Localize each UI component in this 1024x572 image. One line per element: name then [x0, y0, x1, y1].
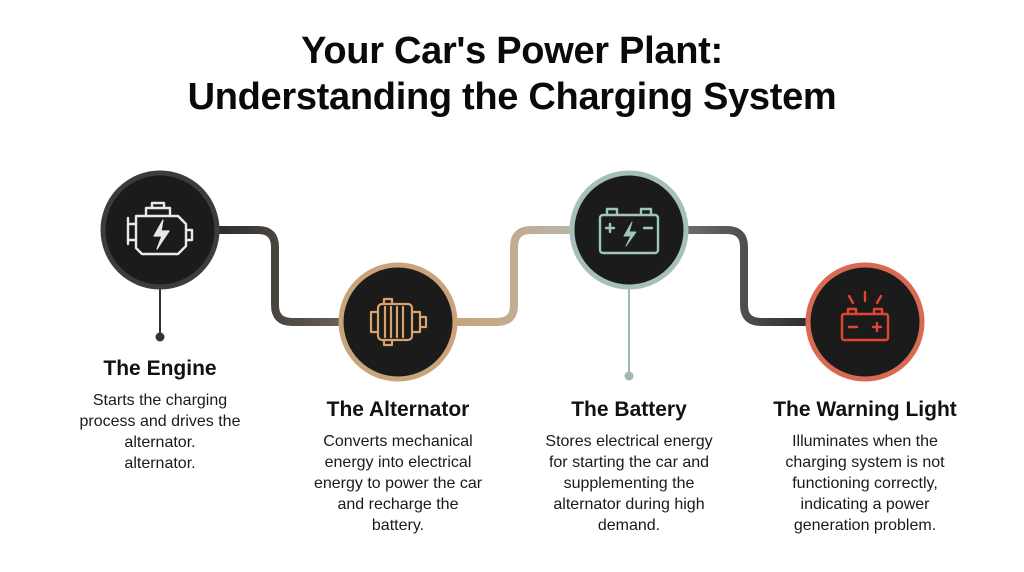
alternator-icon — [369, 297, 428, 347]
engine-description-line: Starts the charging — [92, 392, 228, 409]
warning-light-description-line: generation problem. — [793, 517, 937, 534]
alternator-description: Converts mechanical energy into electric… — [288, 431, 508, 536]
alternator-description-line: energy into electrical — [324, 454, 472, 471]
battery-description-line: for starting the car and — [548, 454, 710, 471]
title-line-2: Understanding the Charging System — [187, 76, 837, 118]
alternator-node — [338, 262, 458, 382]
title-line-1: Your Car's Power Plant: — [301, 30, 723, 72]
alternator-description-line: battery. — [371, 517, 425, 534]
alternator-description-line: Converts mechanical — [323, 433, 473, 450]
engine-description-line: alternator. — [124, 434, 196, 451]
warning-light-description: Illuminates when the charging system is … — [755, 431, 975, 536]
warning-light-description-line: Illuminates when the — [792, 433, 938, 450]
alternator-description-line: and recharge the — [337, 496, 459, 513]
battery-description-line: supplementing the — [563, 475, 695, 492]
engine-description-line: alternator. — [124, 455, 196, 472]
alternator-description-line: energy to power the car — [313, 475, 483, 492]
battery-node — [569, 170, 689, 290]
page-title: Your Car's Power Plant: Understanding th… — [0, 28, 1024, 120]
battery-title: The Battery — [571, 398, 687, 421]
battery-description-line: Stores electrical energy — [545, 433, 713, 450]
connector-alternator-battery — [448, 226, 578, 326]
battery-description: Stores electrical energy for starting th… — [514, 431, 744, 536]
alternator-title: The Alternator — [326, 398, 470, 421]
engine-description: Starts the charging process and drives t… — [50, 390, 270, 474]
engine-node — [100, 170, 220, 290]
warning-light-description-line: indicating a power — [800, 496, 930, 513]
engine-description-line: process and drives the — [79, 413, 241, 430]
battery-icon — [598, 207, 660, 255]
battery-description-line: alternator during high — [553, 496, 705, 513]
engine-stem — [155, 285, 165, 342]
battery-stem — [624, 285, 634, 381]
connector-engine-alternator — [211, 226, 349, 326]
battery-description-line: demand. — [597, 517, 661, 534]
warning-light-node — [805, 262, 925, 382]
warning-light-icon — [840, 290, 890, 342]
engine-icon — [126, 201, 194, 256]
connector-battery-warning — [680, 226, 816, 326]
warning-light-description-line: charging system is not — [785, 454, 945, 471]
warning-light-description-line: functioning correctly, — [792, 475, 938, 492]
warning-light-title: The Warning Light — [773, 398, 957, 421]
engine-title: The Engine — [103, 357, 217, 380]
